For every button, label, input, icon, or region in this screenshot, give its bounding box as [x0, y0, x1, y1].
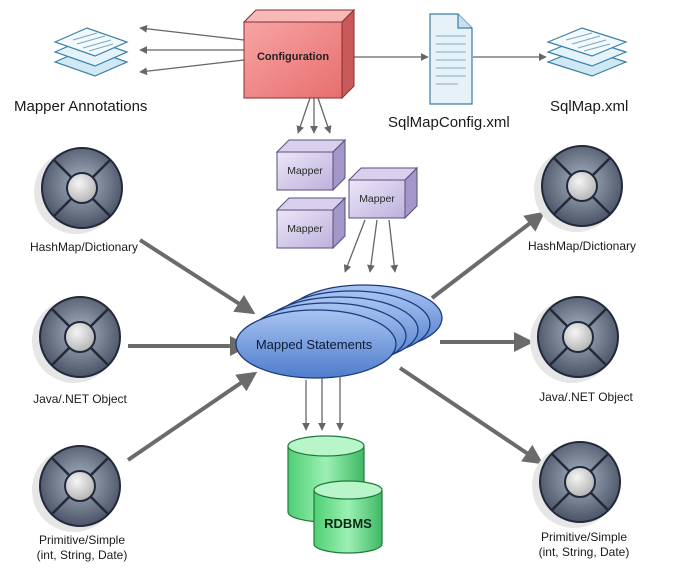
- output-label-primitive: Primitive/Simple: [541, 530, 627, 544]
- lifebuoy-icon: [32, 445, 121, 532]
- lifebuoy-icon: [34, 147, 123, 234]
- input-label-object: Java/.NET Object: [33, 392, 127, 406]
- sqlmap-label: SqlMap.xml: [550, 98, 628, 115]
- mapper-box: Mapper: [275, 196, 347, 250]
- mapper-label: Mapper: [359, 193, 395, 205]
- mapper-box: Mapper: [347, 166, 419, 220]
- input-label-primitive-types: (int, String, Date): [37, 548, 128, 562]
- config-connectors: [139, 24, 547, 134]
- rdbms-connectors: [302, 376, 344, 431]
- sqlmapconfig-label: SqlMapConfig.xml: [388, 114, 510, 131]
- input-label-hashmap: HashMap/Dictionary: [30, 240, 138, 254]
- mapper-annotations-icon: [53, 27, 129, 77]
- mapper-box: Mapper: [275, 138, 347, 192]
- rdbms-label: RDBMS: [324, 516, 372, 531]
- sqlmap-icon: [546, 27, 628, 77]
- configuration-box: [242, 8, 356, 100]
- mapper-label: Mapper: [287, 165, 323, 177]
- mapped-statements-label: Mapped Statements: [256, 337, 373, 352]
- output-label-hashmap: HashMap/Dictionary: [528, 239, 636, 253]
- output-label-object: Java/.NET Object: [539, 390, 633, 404]
- input-label-primitive: Primitive/Simple: [39, 533, 125, 547]
- lifebuoy-icon: [532, 441, 621, 528]
- mapper-annotations-label: Mapper Annotations: [14, 98, 147, 115]
- mapper-connectors: [343, 219, 399, 273]
- lifebuoy-icon: [530, 296, 619, 383]
- database-icon: [287, 435, 383, 554]
- output-label-primitive-types: (int, String, Date): [539, 545, 630, 559]
- sqlmapconfig-document-icon: [429, 13, 473, 105]
- configuration-label: Configuration: [257, 51, 329, 63]
- output-arrows: [398, 211, 546, 465]
- lifebuoy-icon: [534, 145, 623, 232]
- input-arrows: [126, 238, 258, 462]
- lifebuoy-icon: [32, 296, 121, 383]
- mapped-statements-stack: [235, 284, 443, 379]
- mapper-label: Mapper: [287, 223, 323, 235]
